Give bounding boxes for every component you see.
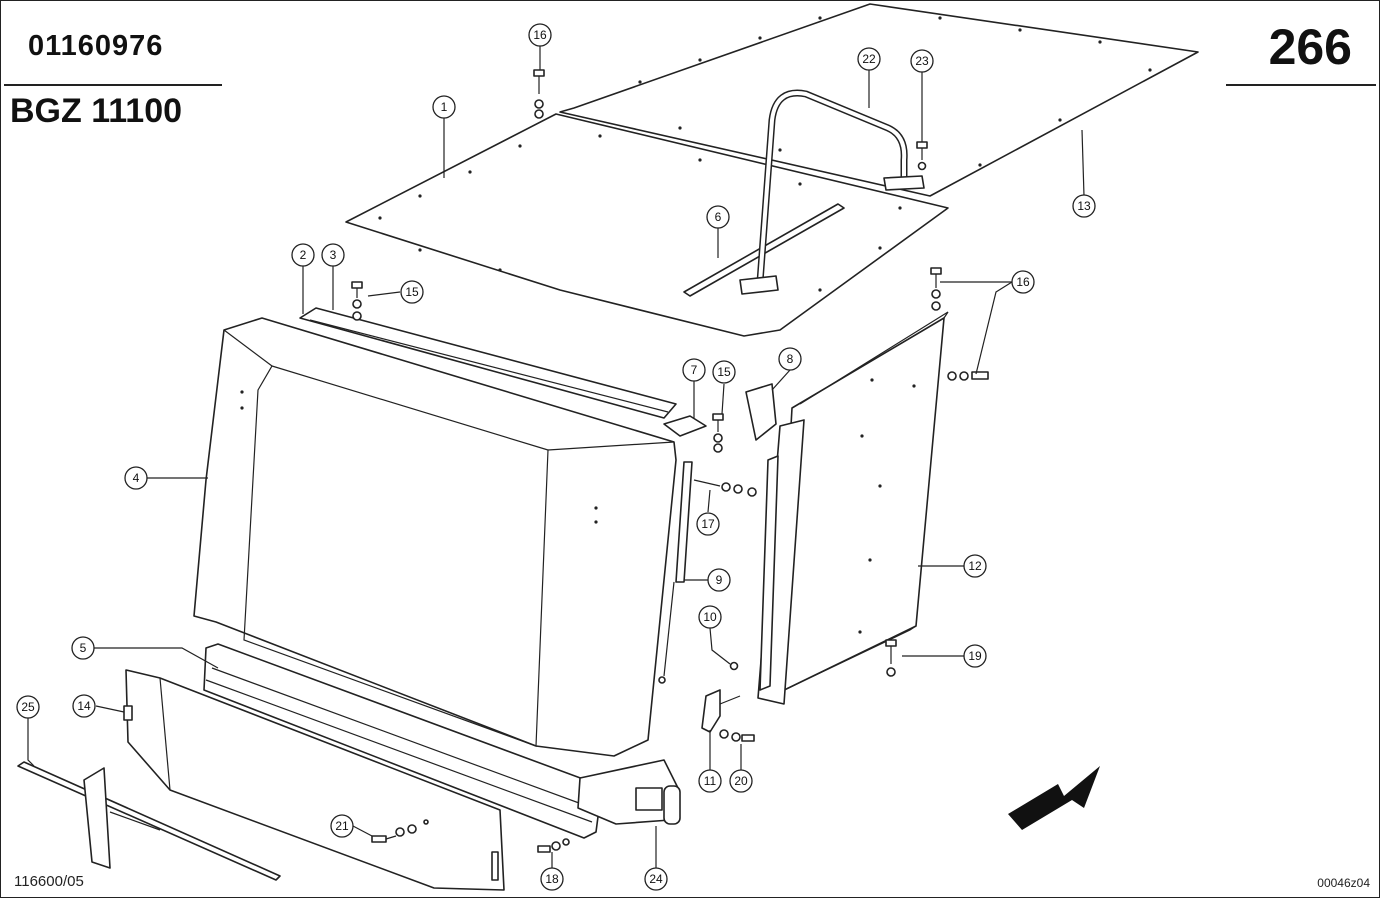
part-5-lower-rail (203, 643, 603, 839)
callout-16-right: 16 (1011, 270, 1035, 294)
part-12-side-panel (775, 311, 949, 695)
callout-7: 7 (682, 358, 706, 382)
svg-text:7: 7 (691, 363, 698, 377)
part-1-front-roof-panel (345, 113, 949, 337)
part-9-gas-strut (658, 461, 693, 684)
svg-text:4: 4 (133, 471, 140, 485)
svg-text:10: 10 (703, 610, 717, 624)
part-11-hinge-plate (701, 689, 741, 733)
part-25-bracket (17, 761, 281, 881)
part-2-top-seal-strip (299, 307, 677, 419)
svg-text:6: 6 (715, 210, 722, 224)
callout-4: 4 (124, 466, 148, 490)
callout-3: 3 (321, 243, 345, 267)
callout-23: 23 (910, 49, 934, 73)
callout-20: 20 (729, 769, 753, 793)
svg-text:11: 11 (704, 774, 717, 788)
callout-1: 1 (432, 95, 456, 119)
callout-12: 12 (963, 554, 987, 578)
part-24-end-cap (577, 759, 681, 825)
fasteners (351, 69, 989, 853)
svg-text:16: 16 (533, 28, 547, 42)
svg-text:1: 1 (441, 100, 448, 114)
svg-text:14: 14 (77, 699, 91, 713)
part-8-corner-bracket (745, 383, 777, 441)
svg-text:25: 25 (21, 700, 35, 714)
svg-text:19: 19 (968, 649, 982, 663)
document-code: 116600/05 (14, 873, 84, 890)
svg-text:12: 12 (968, 559, 982, 573)
svg-text:13: 13 (1077, 199, 1091, 213)
part-12-hinge-strip (757, 419, 805, 705)
callout-15-lower: 15 (712, 360, 736, 384)
part-number: 01160976 (28, 30, 164, 62)
svg-text:21: 21 (335, 819, 349, 833)
svg-text:18: 18 (545, 872, 559, 886)
part-14-bottom-front-panel (123, 669, 505, 891)
callout-21: 21 (330, 814, 354, 838)
svg-text:15: 15 (405, 285, 419, 299)
callout-25: 25 (16, 695, 40, 719)
callout-14: 14 (72, 694, 96, 718)
callout-15-top: 15 (400, 280, 424, 304)
callout-13: 13 (1072, 194, 1096, 218)
header-rule-right (1226, 84, 1376, 86)
callout-11: 11 (698, 769, 722, 793)
callout-2: 2 (291, 243, 315, 267)
callout-9: 9 (707, 568, 731, 592)
callout-19: 19 (963, 644, 987, 668)
svg-text:3: 3 (330, 248, 337, 262)
callout-10: 10 (698, 605, 722, 629)
svg-text:5: 5 (80, 641, 87, 655)
part-13-rear-roof-panel (559, 3, 1199, 197)
arrow-up-right-icon (1008, 766, 1100, 830)
part-7-small-plate (663, 415, 707, 437)
callout-22: 22 (857, 47, 881, 71)
svg-text:20: 20 (734, 774, 748, 788)
callout-24: 24 (644, 867, 668, 891)
callout-6: 6 (706, 205, 730, 229)
svg-text:24: 24 (649, 872, 663, 886)
part-22-handle-bar (739, 89, 925, 295)
callout-5: 5 (71, 636, 95, 660)
svg-text:8: 8 (787, 352, 794, 366)
callout-16-top: 16 (528, 23, 552, 47)
callout-17: 17 (696, 512, 720, 536)
page-number: 266 (1268, 19, 1352, 75)
callout-8: 8 (778, 347, 802, 371)
svg-text:9: 9 (716, 573, 723, 587)
header-rule-left (4, 84, 222, 86)
part-4-front-cover (193, 317, 677, 757)
svg-text:15: 15 (717, 365, 731, 379)
svg-text:22: 22 (862, 52, 876, 66)
callout-18: 18 (540, 867, 564, 891)
drawing-code: 00046z04 (1317, 876, 1370, 890)
svg-text:17: 17 (701, 517, 715, 531)
svg-text:23: 23 (915, 54, 929, 68)
svg-text:2: 2 (300, 248, 307, 262)
leader-lines (27, 46, 1085, 868)
model-code: BGZ 11100 (10, 92, 183, 130)
svg-text:16: 16 (1016, 275, 1030, 289)
